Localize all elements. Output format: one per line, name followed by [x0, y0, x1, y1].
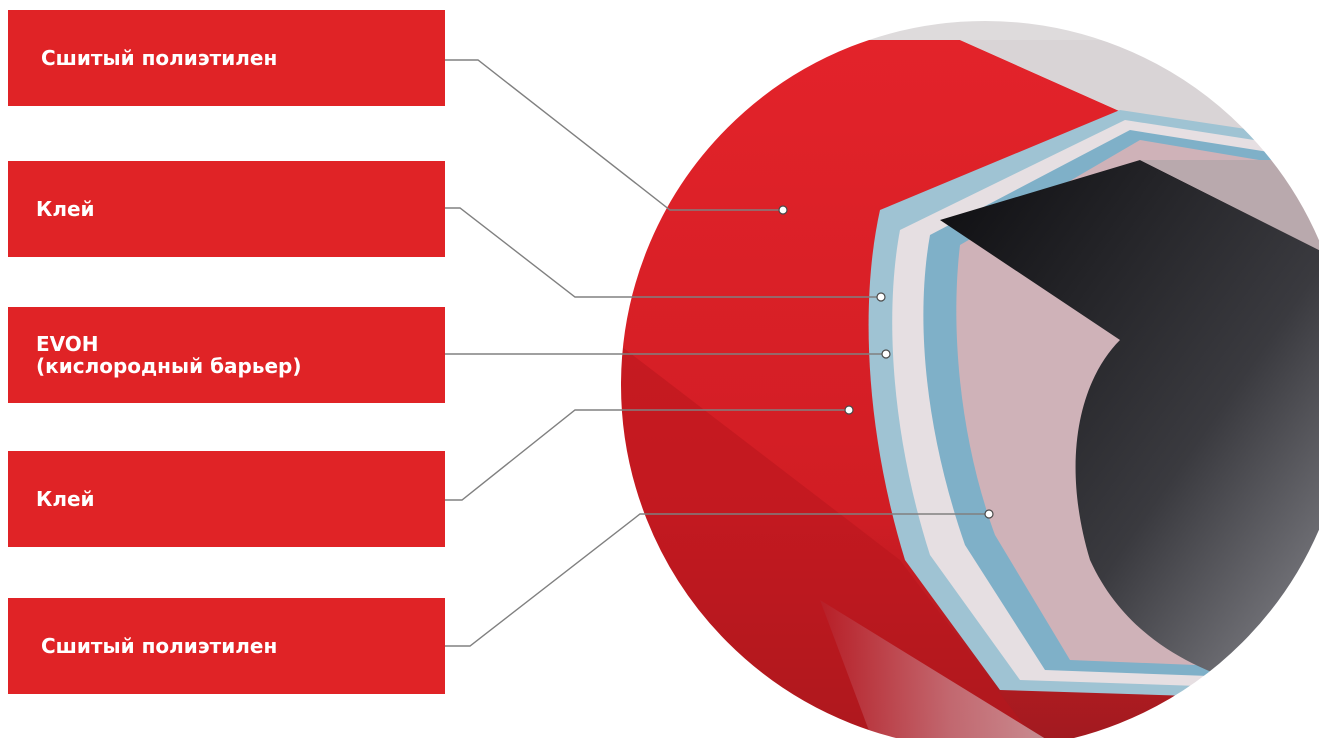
- label-adhesive-outer: Клей: [8, 161, 445, 257]
- marker-2: [876, 292, 886, 302]
- label-text: Сшитый полиэтилен: [41, 634, 278, 658]
- leader-markers: [778, 205, 994, 519]
- label-text: EVOH (кислородный барьер): [36, 332, 302, 378]
- circle-outline: [619, 19, 1319, 738]
- pipe-illustration: [620, 20, 1319, 738]
- marker-5: [984, 509, 994, 519]
- leader-line-4: [445, 409, 848, 501]
- label-text: Клей: [36, 197, 95, 221]
- leader-line-2: [445, 207, 880, 298]
- marker-4: [844, 405, 854, 415]
- label-adhesive-inner: Клей: [8, 451, 445, 547]
- label-evoh-barrier: EVOH (кислородный барьер): [8, 307, 445, 403]
- label-crosslinked-pe-inner: Сшитый полиэтилен: [8, 598, 445, 694]
- pipe-reflection: [820, 600, 1080, 738]
- label-crosslinked-pe-outer: Сшитый полиэтилен: [8, 10, 445, 106]
- label-text: Сшитый полиэтилен: [41, 46, 278, 70]
- marker-1: [778, 205, 788, 215]
- bore-rim: [1140, 160, 1319, 250]
- leader-lines: [445, 59, 988, 647]
- leader-line-1: [445, 59, 782, 211]
- pipe-bore: [940, 160, 1319, 700]
- label-text: Клей: [36, 487, 95, 511]
- leader-line-5: [445, 513, 988, 647]
- marker-3: [881, 349, 891, 359]
